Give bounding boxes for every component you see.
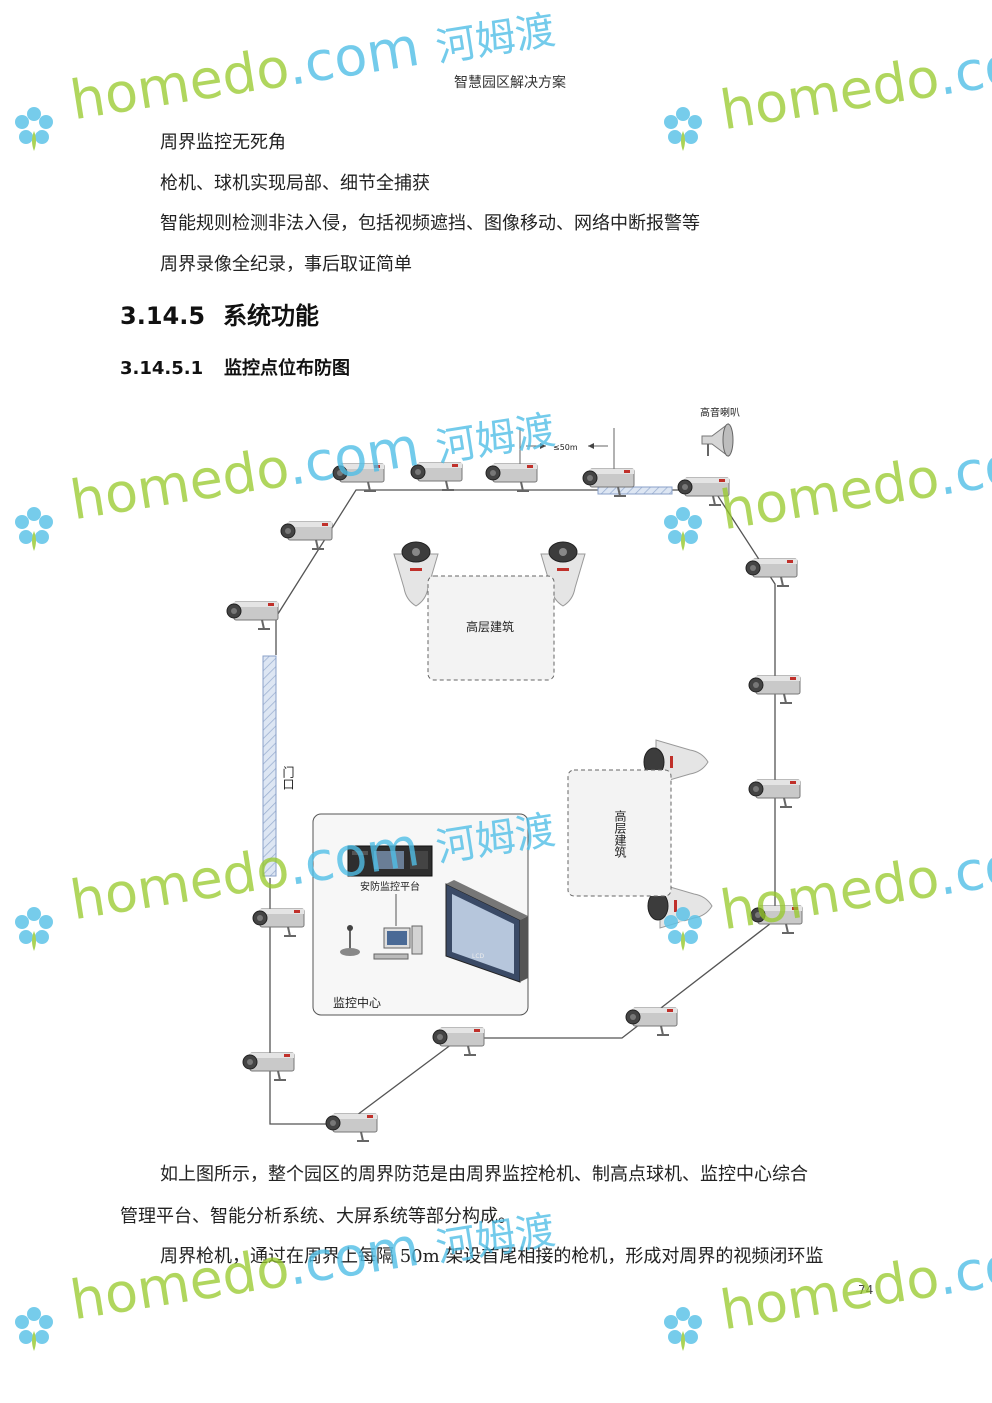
gate-label: 门口 [281, 765, 295, 790]
body-paragraph: 如上图所示，整个园区的周界防范是由周界监控枪机、制高点球机、监控中心综合 [160, 1164, 808, 1185]
platform-label: 安防监控平台 [360, 880, 420, 893]
building-top-label: 高层建筑 [466, 619, 514, 634]
bullet-camera-icon [252, 908, 305, 937]
body-paragraph: 周界枪机，通过在周界上每隔 50m 架设首尾相接的枪机，形成对周界的视频闭环监 [160, 1246, 824, 1267]
fence-segment-marker [597, 486, 673, 495]
section-title: 系统功能 [223, 302, 319, 330]
body-paragraph: 管理平台、智能分析系统、大屏系统等部分构成。 [120, 1206, 516, 1227]
bullet-camera-icon [280, 521, 333, 550]
lcd-videowall-icon [445, 880, 528, 983]
subsection-number: 3.14.5.1 [120, 358, 204, 379]
bullet-camera-icon [242, 1052, 295, 1081]
bullet-item: 智能规则检测非法入侵，包括视频遮挡、图像移动、网络中断报警等 [160, 213, 700, 234]
bullet-camera-icon [432, 1027, 485, 1056]
bullet-camera-icon [226, 601, 279, 630]
speaker-icon [701, 423, 734, 457]
bullet-camera-icon [410, 462, 463, 491]
bullet-camera-icon [332, 463, 385, 492]
control-center-label: 监控中心 [333, 995, 381, 1010]
distance-indicator: ≤50m [519, 428, 615, 470]
page-header-title: 智慧园区解决方案 [454, 75, 566, 91]
bullet-camera-icon [750, 905, 803, 934]
gate-marker [262, 655, 277, 877]
lcd-label: LCD [472, 953, 485, 960]
building-right [567, 769, 672, 897]
building-right-label: 高层建筑 [613, 809, 627, 858]
subsection-title: 监控点位布防图 [224, 358, 350, 379]
subsection-heading: 3.14.5.1 监控点位布防图 [120, 354, 350, 380]
bullet-camera-icon [625, 1007, 678, 1036]
computer-icon [373, 925, 423, 960]
section-number: 3.14.5 [120, 302, 206, 330]
speaker-label: 高音喇叭 [700, 406, 740, 419]
bullet-camera-icon [745, 558, 798, 587]
bullet-item: 周界监控无死角 [160, 132, 286, 153]
bullet-item: 周界录像全纪录，事后取证简单 [160, 254, 412, 275]
bullet-camera-icon [485, 463, 538, 492]
bullet-camera-icon [325, 1113, 378, 1142]
distance-label: ≤50m [553, 443, 578, 452]
microphone-icon [340, 925, 360, 956]
building-top [427, 575, 555, 681]
section-heading: 3.14.5 系统功能 [120, 296, 319, 331]
nvr-platform-icon [347, 845, 433, 877]
page-number: 74 [858, 1283, 874, 1297]
bullet-item: 枪机、球机实现局部、细节全捕获 [160, 173, 430, 194]
